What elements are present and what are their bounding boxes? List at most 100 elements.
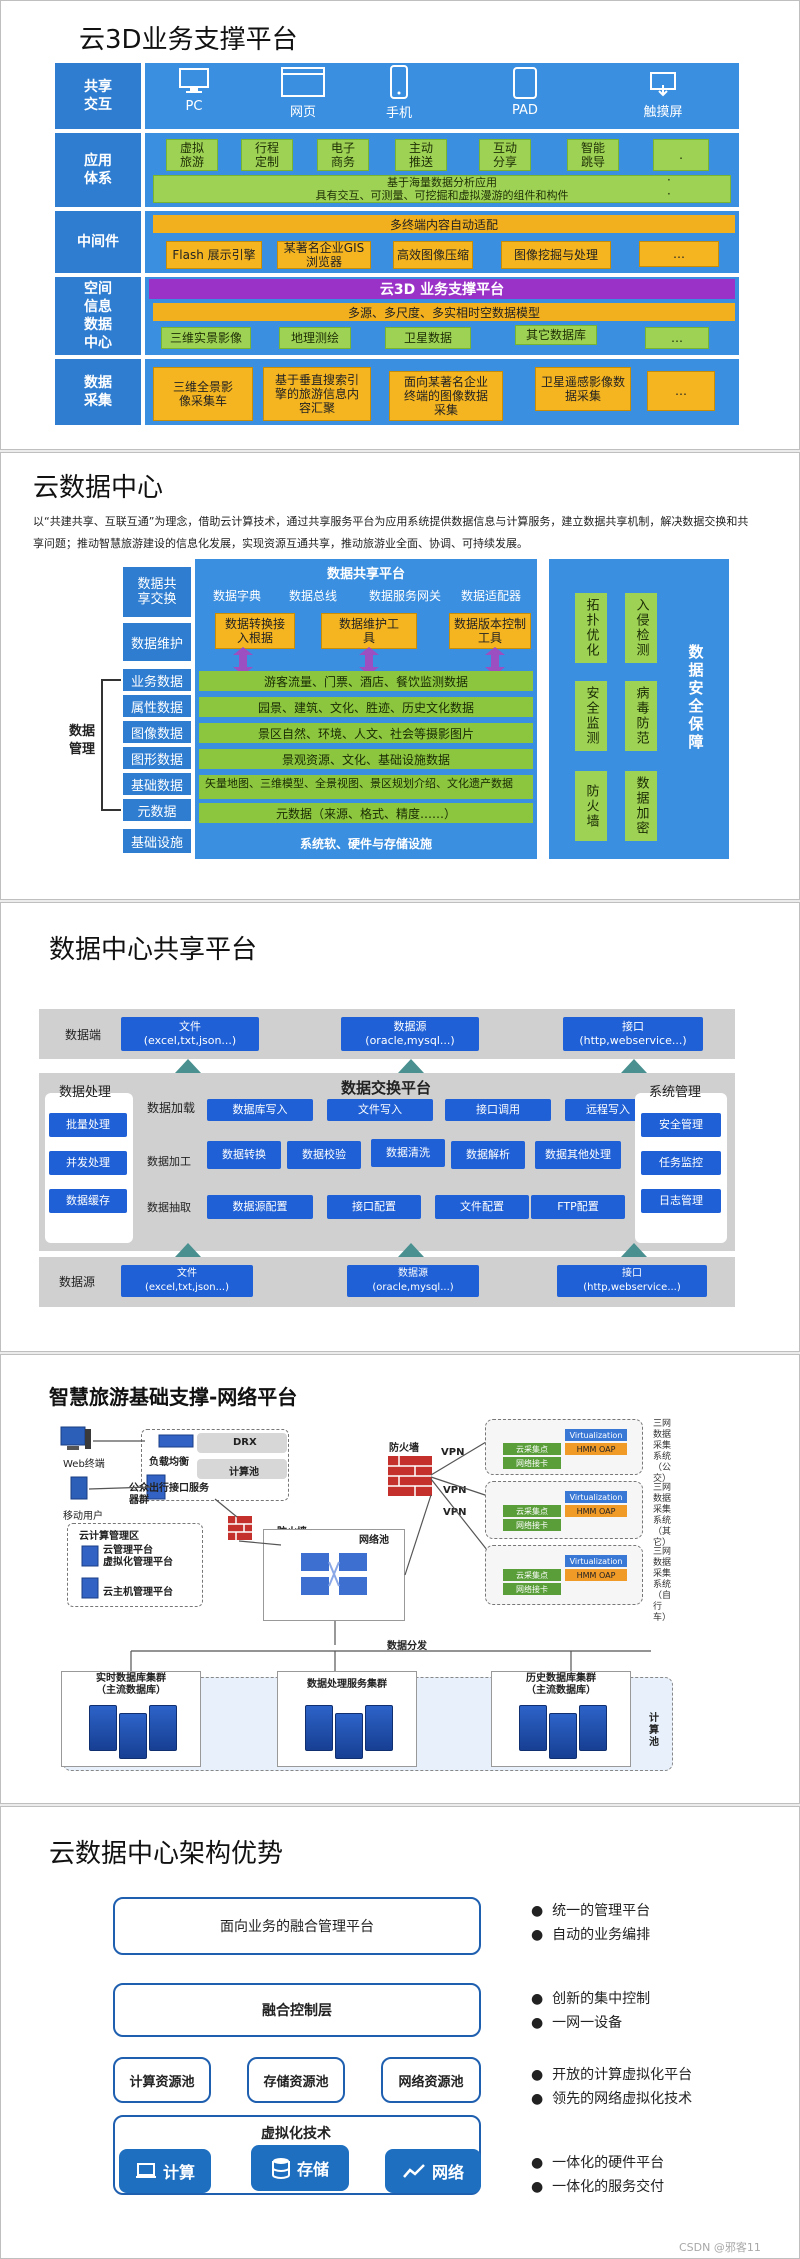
proc-clean: 数据清洗 xyxy=(371,1139,445,1167)
tablet-icon xyxy=(513,67,537,99)
bullet-item: ● 一体化的服务交付 xyxy=(531,2179,665,2195)
app-ecommerce: 电子商务 xyxy=(317,139,369,171)
mgmt-security: 安全管理 xyxy=(641,1113,721,1137)
extract-datasource: 数据源配置 xyxy=(207,1195,313,1219)
site-label: 云采集点 xyxy=(503,1505,561,1517)
spatial-satellite: 卫星数据 xyxy=(385,327,471,349)
source-datasource: 数据源 (oracle,mysql...) xyxy=(347,1265,479,1297)
collect-search-engine: 基于垂直搜索引擎的旅游信息内容汇聚 xyxy=(263,367,371,421)
label-data-share: 数据共享交换 xyxy=(123,567,191,617)
middleware-mining: 图像挖掘与处理 xyxy=(501,241,611,269)
spatial-model-bar: 多源、多尺度、多实相时空数据模型 xyxy=(153,303,735,321)
network-pool-label: 网络池 xyxy=(359,1535,389,1546)
virt-label: Virtualization xyxy=(565,1429,627,1441)
label-infrastructure: 基础设施 xyxy=(123,829,191,853)
security-encryption: 数据加密 xyxy=(625,771,657,841)
proc-verify: 数据校验 xyxy=(287,1141,361,1169)
network-switch-icon xyxy=(301,1553,367,1595)
phone-icon xyxy=(390,65,408,99)
double-arrow-icon xyxy=(233,647,253,675)
security-antivirus: 病毒防范 xyxy=(625,681,657,751)
icon-label: 网络 xyxy=(431,2163,464,2182)
label-attribute-data: 属性数据 xyxy=(123,695,191,717)
security-topology: 拓扑优化 xyxy=(575,593,607,663)
cloud-item: 云主机管理平台 xyxy=(103,1587,173,1598)
proc-convert: 数据转换 xyxy=(207,1141,281,1169)
page-title: 云数据中心 xyxy=(33,473,164,503)
proc-other: 数据其他处理 xyxy=(535,1141,621,1169)
share-item: 数据服务网关 xyxy=(369,589,442,603)
proc-concurrent: 并发处理 xyxy=(49,1151,127,1175)
app-push: 主动推送 xyxy=(395,139,447,171)
center-title: 数据交换平台 xyxy=(341,1079,432,1097)
tool-convert: 数据转换接入根据 xyxy=(215,613,295,649)
end-file: 文件 (excel,txt,json...) xyxy=(121,1017,259,1051)
web-terminal-icon xyxy=(60,1426,91,1450)
data-source-label: 数据源 xyxy=(59,1275,96,1289)
lb-zone xyxy=(141,1429,289,1501)
layer-control: 融合控制层 xyxy=(113,1983,481,2037)
virt-label: Virtualization xyxy=(565,1555,627,1567)
server-rack-icon xyxy=(549,1713,577,1759)
app-share: 互动分享 xyxy=(479,139,531,171)
middleware-gis: 某著名企业GIS 浏览器 xyxy=(277,241,371,269)
net-card-label: 网络接卡 xyxy=(503,1457,561,1469)
up-arrow-icon xyxy=(398,1059,424,1073)
page-title: 云数据中心架构优势 xyxy=(49,1839,284,1869)
server-icon xyxy=(81,1577,99,1599)
security-title: 数据安全保障 xyxy=(686,644,705,752)
up-arrow-icon xyxy=(621,1059,647,1073)
data-end-label: 数据端 xyxy=(65,1028,102,1042)
app-itinerary: 行程定制 xyxy=(241,139,293,171)
up-arrow-icon xyxy=(175,1243,201,1257)
site-label: 云采集点 xyxy=(503,1443,561,1455)
server-icon xyxy=(81,1545,99,1567)
right-panel-title: 系统管理 xyxy=(649,1085,702,1100)
hmm-label: HMM OAP xyxy=(565,1505,627,1517)
touchscreen-icon xyxy=(650,72,676,97)
up-arrow-icon xyxy=(398,1243,424,1257)
server-rack-icon xyxy=(365,1705,393,1751)
compute-pool-label: 计算池 xyxy=(649,1713,659,1748)
app-dot: · xyxy=(667,187,671,201)
bullet-item: ● 开放的计算虚拟化平台 xyxy=(531,2067,693,2083)
extract-api: 接口配置 xyxy=(327,1195,421,1219)
vpn-label: VPN xyxy=(443,1507,467,1518)
server-rack-icon xyxy=(519,1705,547,1751)
row-image-data: 景区自然、环境、人文、社会等摄影图片 xyxy=(199,723,533,743)
label-data-collect: 数据采集 xyxy=(55,359,141,425)
bullet-item: ● 一体化的硬件平台 xyxy=(531,2155,665,2171)
device-pad: PAD xyxy=(503,67,547,118)
share-item: 数据适配器 xyxy=(461,589,522,603)
mobile-user-icon xyxy=(70,1476,88,1500)
device-touchscreen: 触摸屏 xyxy=(633,71,693,120)
cluster-label: 历史数据库集群 （主流数据库） xyxy=(526,1673,596,1696)
proc-label: 数据加工 xyxy=(147,1155,191,1168)
gateway-label: 公众出行接口服务器群 xyxy=(129,1483,209,1506)
icon-network: 网络 xyxy=(385,2149,481,2193)
system-label: 三网数据采集系统（自行车） xyxy=(653,1547,672,1623)
compute-pool-label: 计算池 xyxy=(229,1467,259,1478)
pool-network: 网络资源池 xyxy=(381,2057,481,2103)
security-firewall: 防火墙 xyxy=(575,771,607,841)
firewall-label: 防火墙 xyxy=(389,1443,419,1454)
load-balancer-icon xyxy=(158,1434,194,1448)
device-label: PAD xyxy=(512,103,538,118)
device-label: 手机 xyxy=(385,106,412,121)
middleware-compress: 高效图像压缩 xyxy=(393,241,473,269)
icon-compute: 计算 xyxy=(119,2149,211,2193)
layer-business-platform: 面向业务的融合管理平台 xyxy=(113,1897,481,1955)
end-interface: 接口 (http,webservice...) xyxy=(563,1017,703,1051)
data-dist-label: 数据分发 xyxy=(387,1641,427,1652)
icon-label: 计算 xyxy=(162,2163,195,2182)
collect-more: … xyxy=(647,371,715,411)
left-panel-title: 数据处理 xyxy=(59,1085,112,1100)
load-file: 文件写入 xyxy=(327,1099,433,1121)
label-data-management: 数据管理 xyxy=(69,724,96,757)
network-links xyxy=(88,1438,651,1675)
extract-ftp: FTP配置 xyxy=(531,1195,625,1219)
extract-file: 文件配置 xyxy=(435,1195,529,1219)
cloud-mgmt-zone xyxy=(67,1523,203,1607)
bullet-item: ● 自动的业务编排 xyxy=(531,1927,651,1943)
server-rack-icon xyxy=(149,1705,177,1751)
